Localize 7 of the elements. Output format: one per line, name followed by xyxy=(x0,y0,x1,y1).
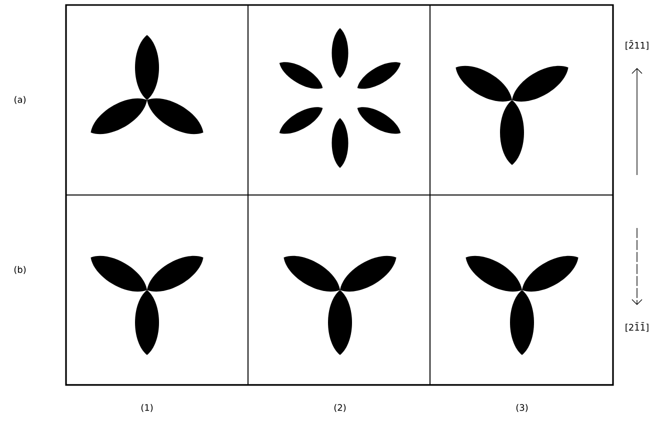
row-label: (a) xyxy=(14,96,26,104)
column-label: (1) xyxy=(141,404,153,412)
direction-label: [21̄1̄] xyxy=(626,322,648,332)
column-label: (3) xyxy=(516,404,528,412)
column-label: (2) xyxy=(334,404,346,412)
direction-label: [2̄11] xyxy=(626,40,648,50)
row-label: (b) xyxy=(14,266,26,274)
